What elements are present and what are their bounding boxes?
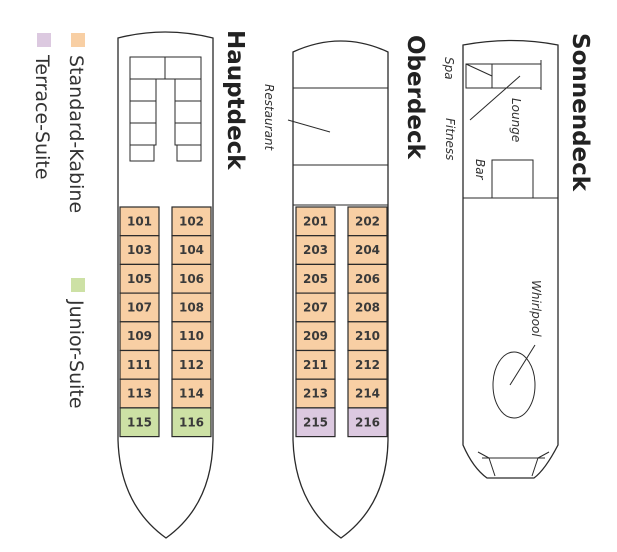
cabin-112	[171, 349, 212, 380]
cabin-label-112: 112	[179, 358, 204, 372]
cabin-203	[295, 235, 336, 265]
fitness-label: Fitness	[443, 118, 457, 160]
cabin-label-204: 204	[355, 243, 380, 257]
oberdeck-hull	[292, 40, 389, 539]
hauptdeck: 101 102 103 104 105 106 107 108 109 110 111 112 113 1…	[117, 30, 248, 539]
restaurant-label: Restaurant	[262, 84, 276, 152]
cabin-label-104: 104	[179, 243, 204, 257]
cabin-label-211: 211	[303, 358, 328, 372]
cabin-label-108: 108	[179, 300, 204, 314]
cabin-label-201: 201	[303, 214, 328, 228]
cabin-106	[171, 263, 212, 294]
cabin-label-212: 212	[355, 358, 380, 372]
cabin-label-209: 209	[303, 329, 328, 343]
sonnendeck: Spa Fitness Lounge Bar Whirlpool Sonnend…	[442, 33, 593, 479]
cabin-label-102: 102	[179, 214, 204, 228]
legend-label-junior: Junior-Suite	[65, 299, 87, 409]
cabin-214	[347, 378, 388, 409]
cabin-213	[295, 378, 336, 409]
cabin-label-116: 116	[179, 415, 204, 429]
cabin-109	[119, 321, 160, 352]
cabin-102	[171, 206, 212, 237]
bar-label: Bar	[473, 159, 487, 181]
cabin-215	[295, 407, 336, 438]
cabin-label-206: 206	[355, 272, 380, 286]
hauptdeck-cabins: 101 102 103 104 105 106 107 108 109 110 111 112 113 1…	[119, 206, 212, 438]
cabin-label-113: 113	[127, 387, 152, 401]
cabin-210	[347, 321, 388, 352]
cabin-211	[295, 349, 336, 380]
sonnendeck-title: Sonnendeck	[567, 33, 593, 192]
legend-label-terrace: Terrace-Suite	[31, 54, 53, 180]
cabin-label-213: 213	[303, 387, 328, 401]
cabin-label-205: 205	[303, 272, 328, 286]
oberdeck-title: Oberdeck	[402, 35, 428, 160]
whirlpool-icon	[492, 351, 536, 419]
cabin-label-216: 216	[355, 415, 380, 429]
cabin-201	[295, 206, 336, 237]
cabin-label-207: 207	[303, 300, 328, 314]
legend: Standard-Kabine Junior-Suite Terrace-Sui…	[31, 33, 87, 409]
legend-swatch-terrace	[37, 33, 51, 47]
cabin-label-114: 114	[179, 387, 204, 401]
cabin-107	[119, 292, 160, 323]
cabin-216	[347, 407, 388, 438]
cabin-212	[347, 349, 388, 380]
cabin-label-101: 101	[127, 214, 152, 228]
cabin-label-107: 107	[127, 300, 152, 314]
cabin-205	[295, 263, 336, 294]
whirlpool-label: Whirlpool	[529, 280, 543, 337]
cabin-206	[347, 263, 388, 294]
cabin-label-110: 110	[179, 329, 204, 343]
cabin-111	[119, 349, 160, 380]
cabin-114	[171, 378, 212, 409]
cabin-110	[171, 321, 212, 352]
lounge-label: Lounge	[509, 98, 523, 142]
cabin-209	[295, 321, 336, 352]
legend-swatch-junior	[71, 278, 85, 292]
hauptdeck-title: Hauptdeck	[222, 30, 248, 170]
cabin-108	[171, 292, 212, 323]
cabin-label-202: 202	[355, 214, 380, 228]
cabin-label-111: 111	[127, 358, 152, 372]
oberdeck: Restaurant 201 202 203 204 205 206 207 208 209 21…	[262, 35, 428, 539]
cabin-label-115: 115	[127, 415, 152, 429]
cabin-202	[347, 206, 388, 237]
cabin-label-109: 109	[127, 329, 152, 343]
cabin-116	[171, 407, 212, 438]
cabin-label-210: 210	[355, 329, 380, 343]
cabin-113	[119, 378, 160, 409]
sonnendeck-hull	[462, 39, 559, 479]
cabin-label-103: 103	[127, 243, 152, 257]
legend-swatch-standard	[71, 33, 85, 47]
hauptdeck-hull	[117, 31, 214, 539]
spa-label: Spa	[442, 57, 456, 80]
cabin-label-203: 203	[303, 243, 328, 257]
cabin-label-214: 214	[355, 387, 380, 401]
cabin-label-208: 208	[355, 300, 380, 314]
legend-label-standard: Standard-Kabine	[65, 55, 87, 213]
cabin-label-215: 215	[303, 415, 328, 429]
cabin-204	[347, 235, 388, 265]
cabin-label-106: 106	[179, 272, 204, 286]
cabin-115	[119, 407, 160, 438]
cabin-105	[119, 263, 160, 294]
oberdeck-cabins: 201 202 203 204 205 206 207 208 209 210 211 212 213 2…	[295, 206, 388, 438]
cabin-label-105: 105	[127, 272, 152, 286]
hauptdeck-stair-block	[129, 56, 202, 162]
